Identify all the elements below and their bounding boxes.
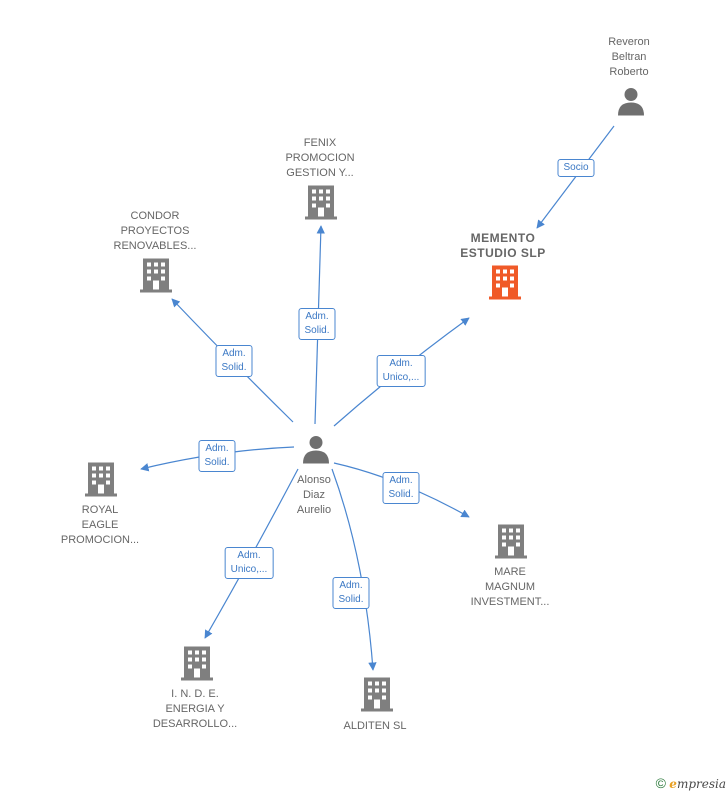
edge-label-memento: Adm. Unico,... (376, 355, 426, 387)
node-label-condor[interactable]: CONDOR PROYECTOS RENOVABLES... (113, 210, 197, 252)
node-label-reveron[interactable]: Reveron Beltran Roberto (608, 36, 650, 78)
edge-label-royal: Adm. Solid. (198, 440, 236, 472)
edge-reveron-memento (536, 125, 615, 229)
person-icon-alonso[interactable] (301, 435, 331, 470)
node-label-memento[interactable]: MEMENTO ESTUDIO SLP (460, 231, 546, 260)
edge-label-inde: Adm. Unico,... (224, 547, 274, 579)
copyright-icon: © (655, 775, 666, 791)
building-icon-mare[interactable] (495, 523, 527, 564)
node-label-alditen[interactable]: ALDITEN SL (343, 720, 407, 732)
edge-label-mare: Adm. Solid. (382, 472, 420, 504)
node-label-royal[interactable]: ROYAL EAGLE PROMOCION... (60, 504, 140, 546)
building-icon-royal[interactable] (85, 461, 117, 502)
edge-label-condor: Adm. Solid. (215, 345, 253, 377)
edge-label-socio: Socio (557, 159, 595, 177)
node-label-mare[interactable]: MARE MAGNUM INVESTMENT... (470, 566, 550, 608)
edge-label-fenix: Adm. Solid. (298, 308, 336, 340)
building-icon-alditen[interactable] (361, 676, 393, 717)
edge-label-alditen: Adm. Solid. (332, 577, 370, 609)
building-icon-fenix[interactable] (305, 184, 337, 225)
building-icon-condor[interactable] (140, 257, 172, 298)
building-icon-inde[interactable] (181, 645, 213, 686)
node-label-inde[interactable]: I. N. D. E. ENERGIA Y DESARROLLO... (152, 688, 238, 730)
edge-alonso-alditen (331, 468, 377, 671)
footer-brand[interactable]: © empresia (656, 775, 726, 791)
node-label-fenix[interactable]: FENIX PROMOCION GESTION Y... (285, 137, 355, 179)
brand-logo: empresia (669, 777, 726, 791)
node-label-alonso[interactable]: Alonso Diaz Aurelio (296, 474, 332, 516)
building-icon-memento[interactable] (489, 264, 521, 305)
person-icon-reveron[interactable] (616, 87, 646, 122)
